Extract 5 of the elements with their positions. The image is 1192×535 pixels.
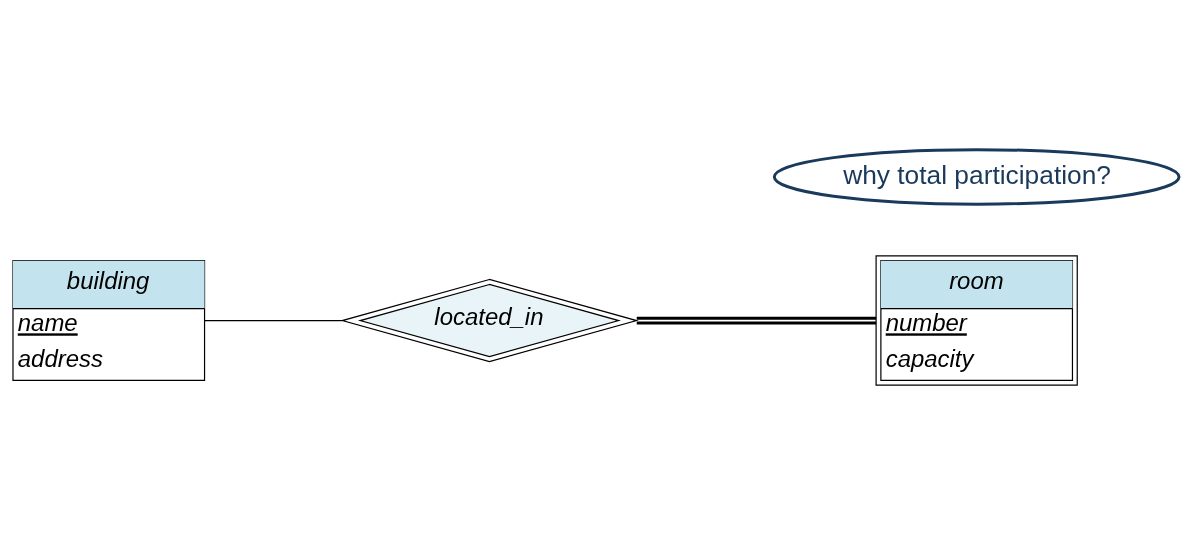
node-box: room number capacity: [875, 255, 1078, 386]
node-ellipse: why total participation?: [772, 148, 1181, 206]
connector: [204, 319, 343, 322]
node-diamond: located_in: [340, 278, 639, 363]
connector: [636, 316, 877, 325]
